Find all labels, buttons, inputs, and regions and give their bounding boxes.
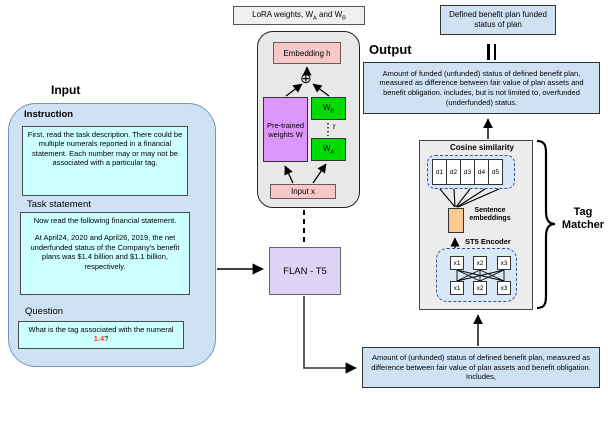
input-title: Input xyxy=(51,83,81,97)
tag-matcher-title-line2: Matcher xyxy=(561,218,605,231)
d-cell: d3 xyxy=(460,159,475,185)
lora-title-part2: and W xyxy=(316,9,343,19)
output-description-box: Amount of funded (unfunded) status of de… xyxy=(363,62,600,114)
tag-matcher-title: Tag Matcher xyxy=(558,206,608,231)
rank-label: r xyxy=(333,122,336,131)
tag-matcher-brace xyxy=(536,139,556,310)
d-cell: d2 xyxy=(446,159,461,185)
tag-name-box: Defined benefit plan funded status of pl… xyxy=(440,5,556,35)
task-paragraph-2: At April24, 2020 and April26, 2019, the … xyxy=(30,233,180,271)
x-cell: x2 xyxy=(473,281,487,295)
plus-circle-icon: ⊕ xyxy=(300,70,312,86)
d-cell: d1 xyxy=(432,159,447,185)
wa-label: W xyxy=(322,143,331,153)
equivalence-icon xyxy=(487,44,496,60)
lora-title-sub-b: B xyxy=(342,15,346,22)
wb-box: WB xyxy=(311,97,346,120)
lora-title-box: LoRA weights, WA and WB xyxy=(233,6,365,25)
output-title: Output xyxy=(369,42,412,57)
d-cell: d5 xyxy=(488,159,503,185)
lora-title-sub-a: A xyxy=(313,15,317,22)
lora-title-part1: LoRA weights, W xyxy=(252,9,314,19)
question-box: What is the tag associated with the nume… xyxy=(18,321,184,349)
pretrained-weights-box: Pre-trained weights W xyxy=(263,97,308,162)
question-text: What is the tag associated with the nume… xyxy=(28,325,174,334)
generated-output-box: Amount of (unfunded) status of defined b… xyxy=(362,347,600,388)
question-suffix: ? xyxy=(104,334,109,344)
instruction-box: First, read the task description. There … xyxy=(22,126,188,196)
x-cell: x1 xyxy=(450,256,464,270)
x-cell: x2 xyxy=(473,256,487,270)
task-paragraph-1: Now read the following financial stateme… xyxy=(33,216,177,225)
wb-label: W xyxy=(322,102,331,112)
tag-matcher-title-line1: Tag xyxy=(573,206,593,218)
question-numeral: 1.4 xyxy=(93,334,105,344)
instruction-label: Instruction xyxy=(24,109,74,120)
input-x-box: Input x xyxy=(270,184,336,199)
cosine-similarity-label: Cosine similarity xyxy=(449,143,515,152)
wb-sub: B xyxy=(330,108,335,115)
wa-box: WA xyxy=(311,138,346,161)
x-cell: x3 xyxy=(497,256,511,270)
d-cell-row: d1 d2 d3 d4 d5 xyxy=(432,159,503,185)
flan-t5-box: FLAN - T5 xyxy=(269,247,341,295)
sentence-embedding-box xyxy=(448,208,464,233)
sentence-embeddings-label: Sentence embeddings xyxy=(469,207,511,223)
task-statement-label: Task statement xyxy=(27,199,91,210)
task-statement-box: Now read the following financial stateme… xyxy=(20,212,190,295)
st5-encoder-label: ST5 Encoder xyxy=(465,237,511,246)
x-cell: x3 xyxy=(497,281,511,295)
x-cell: x1 xyxy=(450,281,464,295)
d-cell: d4 xyxy=(474,159,489,185)
embedding-box: Embedding h xyxy=(273,42,341,64)
question-label: Question xyxy=(25,306,64,317)
wa-sub: A xyxy=(330,149,335,156)
